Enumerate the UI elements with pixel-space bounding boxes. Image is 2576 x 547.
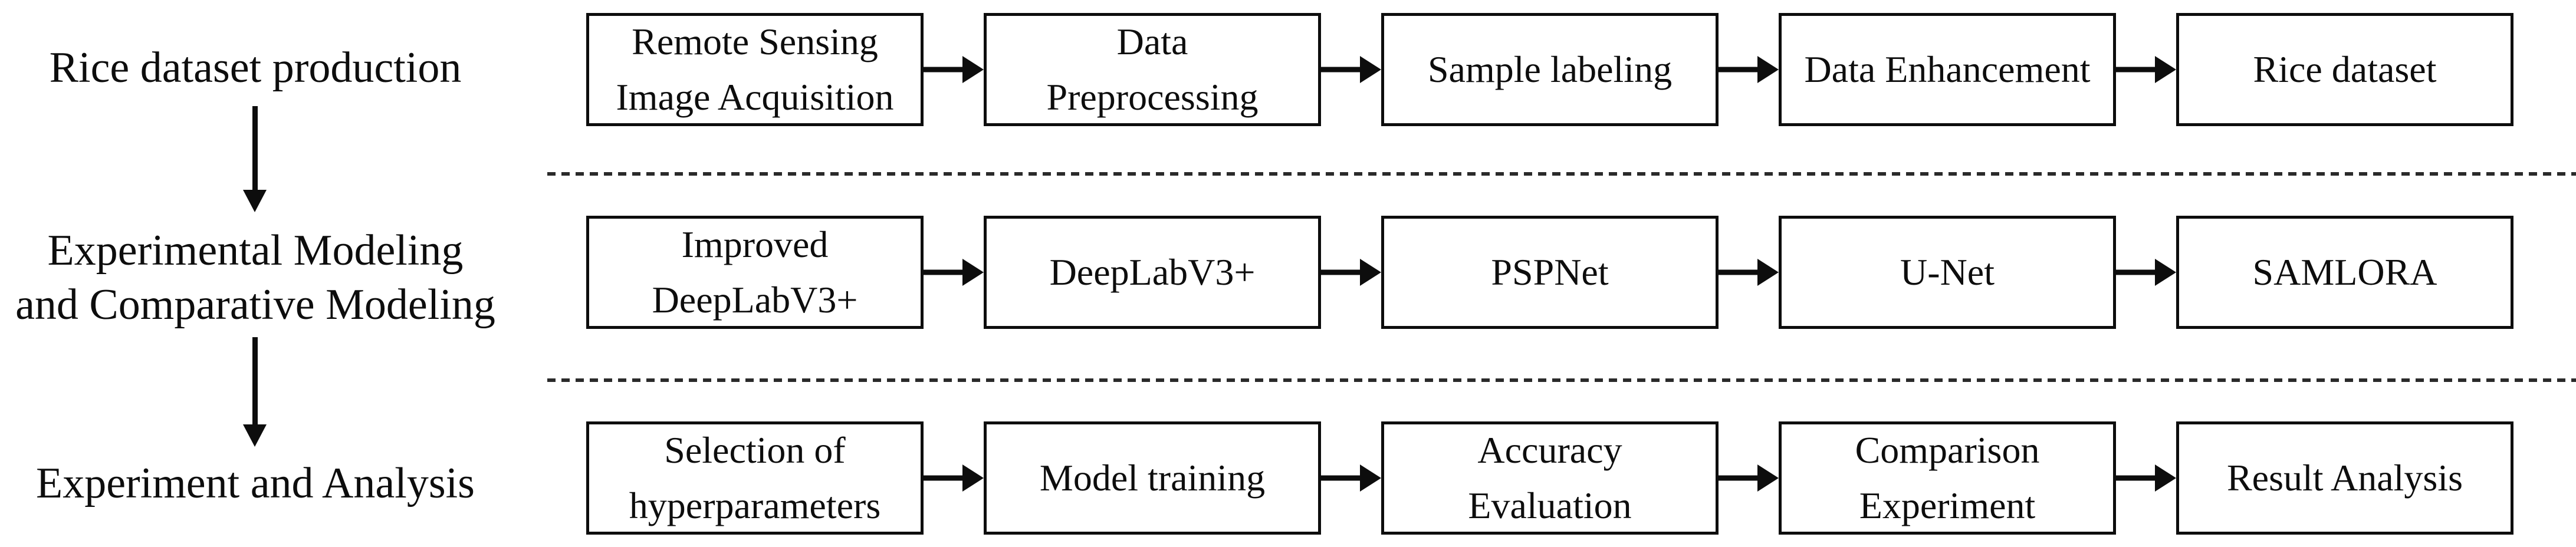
right-arrow-icon — [1321, 421, 1381, 535]
box-label: Rice dataset — [2253, 48, 2437, 90]
arrow-shaft — [2116, 475, 2158, 481]
box-result-analysis: Result Analysis — [2176, 421, 2513, 535]
box-selection-of-hyperparameters: Selection of hyperparameters — [586, 421, 924, 535]
right-arrow-icon — [1719, 216, 1779, 329]
arrow-head — [2155, 464, 2176, 492]
box-label: Sample labeling — [1427, 48, 1673, 90]
flow-row-experiment-and-analysis: Selection of hyperparameters Model train… — [586, 421, 2513, 535]
right-arrow-icon — [2116, 13, 2176, 126]
box-label: Remote Sensing Image Acquisition — [616, 21, 894, 118]
box-pspnet: PSPNet — [1381, 216, 1719, 329]
arrow-shaft — [924, 475, 966, 481]
down-arrow-head — [243, 424, 267, 447]
box-rice-dataset: Rice dataset — [2176, 13, 2513, 126]
box-samlora: SAMLORA — [2176, 216, 2513, 329]
arrow-shaft — [1321, 475, 1363, 481]
arrow-shaft — [1321, 67, 1363, 73]
box-label: SAMLORA — [2252, 251, 2437, 293]
down-arrow-shaft — [252, 106, 258, 190]
arrow-head — [1360, 56, 1381, 83]
arrow-head — [1757, 56, 1779, 83]
right-arrow-icon — [924, 421, 984, 535]
arrow-head — [1360, 259, 1381, 286]
box-model-training: Model training — [984, 421, 1321, 535]
down-arrow-icon — [243, 337, 267, 447]
flow-row-rice-dataset-production: Remote Sensing Image Acquisition Data Pr… — [586, 13, 2513, 126]
box-deeplabv3plus: DeepLabV3+ — [984, 216, 1321, 329]
flow-row-experimental-modeling: Improved DeepLabV3+ DeepLabV3+ PSPNet U-… — [586, 216, 2513, 329]
box-u-net: U-Net — [1779, 216, 2116, 329]
right-arrow-icon — [1719, 13, 1779, 126]
arrow-shaft — [924, 269, 966, 275]
box-data-preprocessing: Data Preprocessing — [984, 13, 1321, 126]
arrow-head — [962, 56, 984, 83]
box-label: Comparison Experiment — [1855, 429, 2040, 526]
arrow-head — [1360, 464, 1381, 492]
arrow-shaft — [1719, 67, 1761, 73]
box-label: Model training — [1039, 457, 1266, 499]
box-comparison-experiment: Comparison Experiment — [1779, 421, 2116, 535]
right-arrow-icon — [924, 13, 984, 126]
stage-label-experiment-and-analysis: Experiment and Analysis — [36, 459, 475, 508]
box-label: Result Analysis — [2226, 457, 2463, 499]
box-improved-deeplabv3plus: Improved DeepLabV3+ — [586, 216, 924, 329]
arrow-head — [2155, 56, 2176, 83]
arrow-head — [2155, 259, 2176, 286]
box-data-enhancement: Data Enhancement — [1779, 13, 2116, 126]
dashed-separator — [547, 378, 2576, 382]
arrow-shaft — [2116, 67, 2158, 73]
down-arrow-shaft — [252, 337, 258, 424]
box-accuracy-evaluation: Accuracy Evaluation — [1381, 421, 1719, 535]
box-label: Data Preprocessing — [1046, 21, 1259, 118]
stage-label-experimental-modeling: Experimental Modeling and Comparative Mo… — [15, 226, 495, 329]
box-label: Selection of hyperparameters — [629, 429, 881, 526]
right-arrow-icon — [2116, 216, 2176, 329]
arrow-shaft — [2116, 269, 2158, 275]
box-remote-sensing-image-acquisition: Remote Sensing Image Acquisition — [586, 13, 924, 126]
stage-label-rice-dataset-production: Rice dataset production — [49, 44, 462, 92]
down-arrow-icon — [243, 106, 267, 212]
box-label: Data Enhancement — [1804, 48, 2091, 90]
box-sample-labeling: Sample labeling — [1381, 13, 1719, 126]
arrow-shaft — [924, 67, 966, 73]
box-label: Accuracy Evaluation — [1468, 429, 1632, 526]
box-label: U-Net — [1900, 251, 1995, 293]
right-arrow-icon — [1321, 216, 1381, 329]
arrow-shaft — [1719, 475, 1761, 481]
right-arrow-icon — [1321, 13, 1381, 126]
arrow-shaft — [1321, 269, 1363, 275]
right-arrow-icon — [2116, 421, 2176, 535]
arrow-head — [1757, 259, 1779, 286]
right-arrow-icon — [924, 216, 984, 329]
arrow-head — [962, 259, 984, 286]
arrow-head — [1757, 464, 1779, 492]
box-label: DeepLabV3+ — [1049, 251, 1256, 293]
arrow-head — [962, 464, 984, 492]
box-label: PSPNet — [1491, 251, 1609, 293]
arrow-shaft — [1719, 269, 1761, 275]
right-arrow-icon — [1719, 421, 1779, 535]
box-label: Improved DeepLabV3+ — [652, 223, 858, 321]
down-arrow-head — [243, 190, 267, 212]
dashed-separator — [547, 172, 2576, 176]
